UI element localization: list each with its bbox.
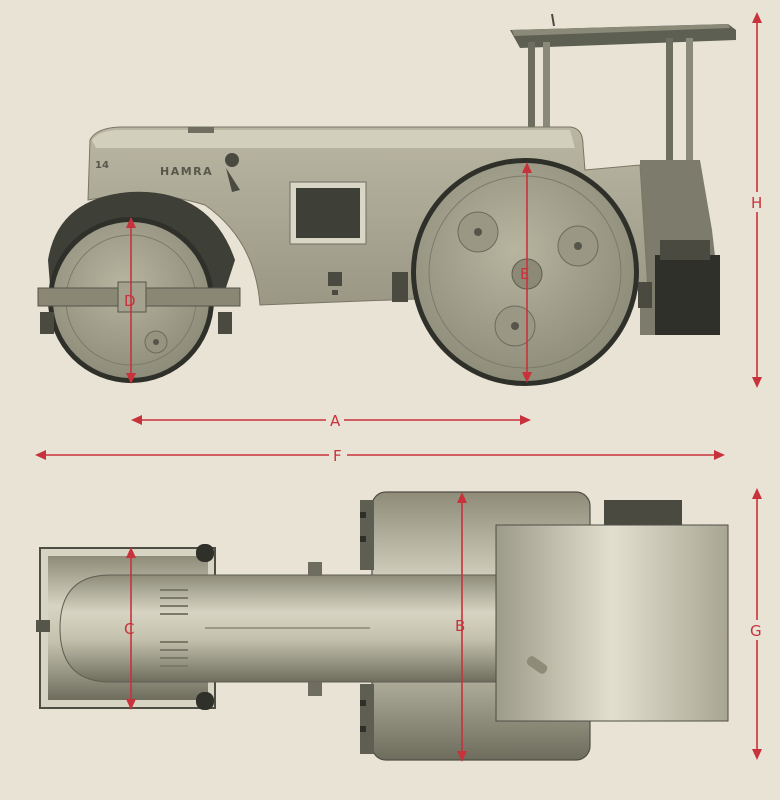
brand-plate: HAMRA bbox=[160, 165, 213, 178]
front-roller bbox=[37, 191, 241, 383]
dimension-a: A bbox=[131, 411, 531, 430]
dimension-h-label: H bbox=[751, 194, 762, 212]
side-view: HAMRA 14 bbox=[37, 13, 736, 386]
dimension-h: H bbox=[749, 12, 765, 388]
rear-engine-block bbox=[655, 255, 720, 335]
dimension-b: B bbox=[455, 492, 467, 762]
dimension-d: D bbox=[124, 217, 136, 384]
dimension-c-label: C bbox=[124, 620, 134, 638]
dimension-e: E bbox=[520, 162, 532, 383]
side-window bbox=[296, 188, 360, 238]
dimension-f: F bbox=[35, 446, 725, 465]
canopy bbox=[510, 13, 736, 238]
dimension-d-label: D bbox=[124, 292, 136, 310]
dimension-c: C bbox=[124, 547, 136, 710]
dimension-lines: D E H A bbox=[35, 12, 765, 762]
dimension-b-label: B bbox=[455, 617, 465, 635]
top-view bbox=[36, 491, 729, 761]
dimension-g: G bbox=[749, 488, 765, 760]
dimension-f-label: F bbox=[333, 447, 342, 465]
dimension-e-label: E bbox=[520, 265, 529, 283]
dimension-g-label: G bbox=[750, 622, 762, 640]
canopy-top bbox=[495, 500, 729, 722]
dimension-a-label: A bbox=[330, 412, 341, 430]
louvers bbox=[160, 589, 188, 667]
rear-drum bbox=[392, 158, 652, 386]
model-mark: 14 bbox=[95, 160, 109, 171]
